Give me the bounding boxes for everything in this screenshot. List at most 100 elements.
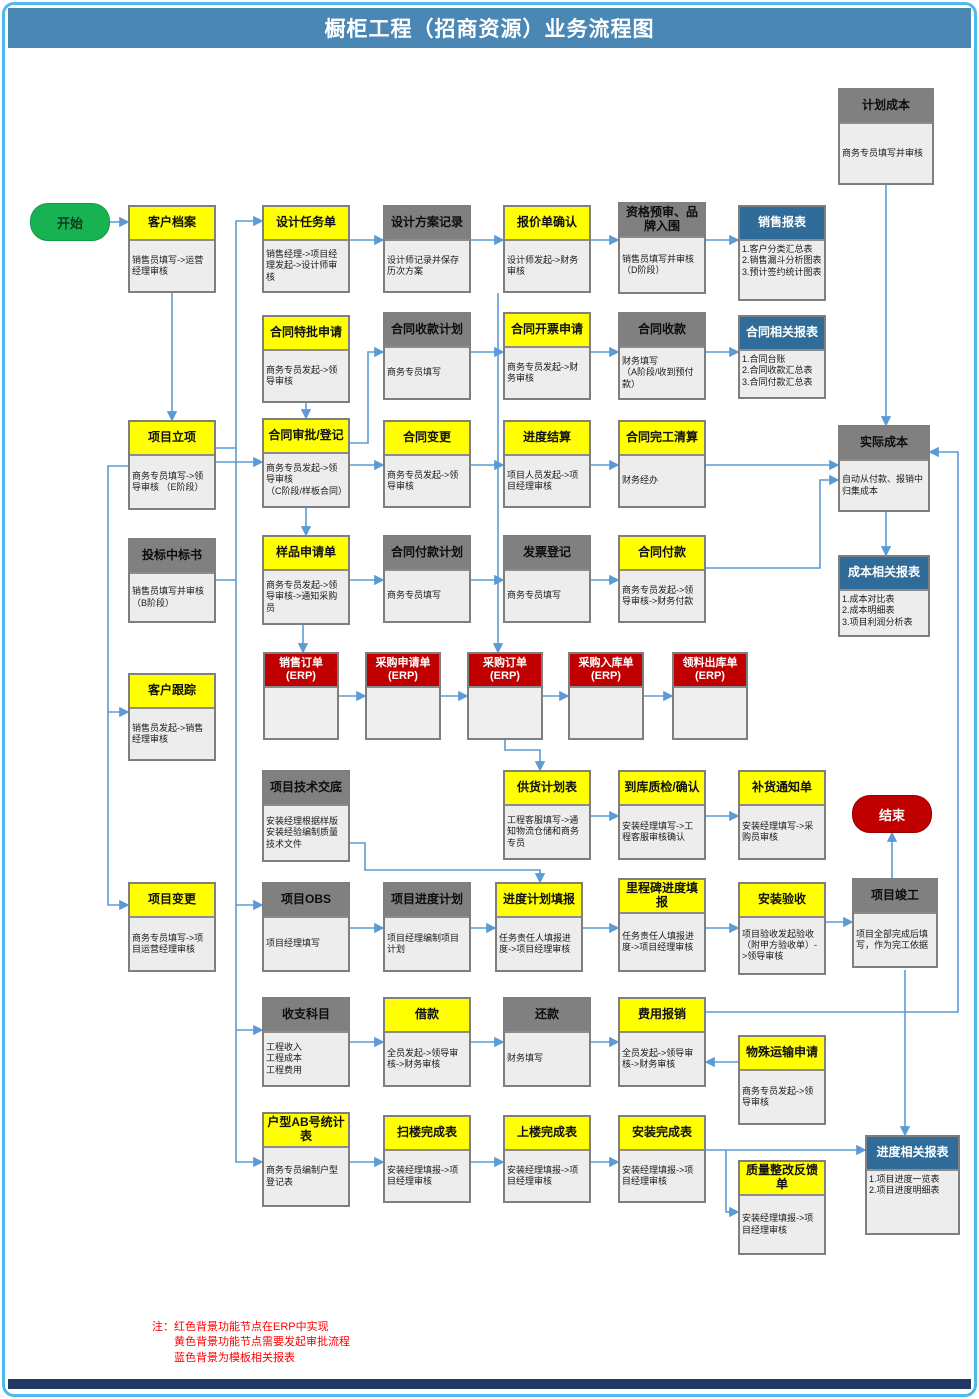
node-title: 项目OBS (264, 884, 348, 916)
node-tech-briefing: 项目技术交底安装经理根据样版安装经验编制质量技术文件 (262, 770, 350, 862)
node-contract-approval: 合同审批/登记商务专员发起->领导审核 （C阶段/样板合同） (262, 418, 350, 508)
node-body: 安装经理填报->项目经理审核 (740, 1194, 824, 1253)
node-expense-reimburse: 费用报销全员发起->领导审核->财务审核 (618, 997, 706, 1087)
node-install-complete: 安装完成表安装经理填报->项目经理审核 (618, 1115, 706, 1203)
node-title: 项目竣工 (854, 880, 936, 912)
node-title: 合同变更 (385, 422, 469, 454)
node-title: 领料出库单 (ERP) (674, 654, 746, 686)
node-title: 供货计划表 (505, 772, 589, 804)
node-title: 安装验收 (740, 884, 824, 916)
node-body: 销售经理->项目经理发起->设计师审核 (264, 239, 348, 291)
node-body: 自动从付款、报销中归集成本 (840, 459, 928, 510)
node-body: 商务专员发起->领导审核 (740, 1069, 824, 1123)
legend-prefix: 注： (152, 1321, 174, 1333)
node-body: 安装经理填报->项目经理审核 (620, 1149, 704, 1201)
node-repayment: 还款财务填写 (503, 997, 591, 1087)
node-body: 商务专员填写 (385, 569, 469, 621)
node-title: 报价单确认 (505, 207, 589, 239)
node-title: 合同开票申请 (505, 314, 589, 346)
node-qualification: 资格预审、品牌入围销售员填写并审核 （D阶段） (618, 202, 706, 294)
node-customer-tracking: 客户跟踪销售员发起->销售经理审核 (128, 673, 216, 761)
node-title: 采购申请单 (ERP) (367, 654, 439, 686)
node-body: 任务责任人填报进度->项目经理审核 (620, 912, 704, 970)
node-body: 全员发起->领导审核->财务审核 (620, 1031, 704, 1085)
node-body: 安装经理填写->采购员审核 (740, 804, 824, 858)
legend-note: 注： 红色背景功能节点在ERP中实现黄色背景功能节点需要发起审批流程蓝色背景为模… (152, 1320, 350, 1366)
node-body: 商务专员填写 (385, 346, 469, 398)
node-title: 采购入库单 (ERP) (570, 654, 642, 686)
node-housetype-stats: 户型AB号统计表商务专员编制户型登记表 (262, 1112, 350, 1207)
node-contract-change: 合同变更商务专员发起->领导审核 (383, 420, 471, 508)
node-title: 实际成本 (840, 427, 928, 459)
node-body: 项目验收发起验收（附甲方验收单）->领导审核 (740, 916, 824, 973)
node-body: 工程收入 工程成本 工程费用 (264, 1031, 348, 1085)
node-title: 设计方案记录 (385, 207, 469, 239)
node-contract-special-apply: 合同特批申请商务专员发起->领导审核 (262, 315, 350, 403)
node-quality-feedback: 质量整改反馈单安装经理填报->项目经理审核 (738, 1160, 826, 1255)
node-title: 上楼完成表 (505, 1117, 589, 1149)
node-sweep-complete: 扫楼完成表安装经理填报->项目经理审核 (383, 1115, 471, 1203)
node-body: 销售员填写并审核 （D阶段） (620, 236, 704, 292)
node-contract-pay-plan: 合同付款计划商务专员填写 (383, 535, 471, 623)
node-title: 借款 (385, 999, 469, 1031)
node-body: 财务填写 （A阶段/收到预付款） (620, 346, 704, 398)
node-title: 收支科目 (264, 999, 348, 1031)
node-project-change: 项目变更商务专员填写->项目运营经理审核 (128, 882, 216, 972)
node-title: 质量整改反馈单 (740, 1162, 824, 1194)
node-body: 任务责任人填报进度->项目经理审核 (497, 916, 581, 970)
node-body: 商务专员填写并审核 (840, 122, 932, 183)
node-body: 安装经理填报->项目经理审核 (505, 1149, 589, 1201)
node-title: 销售订单 (ERP) (265, 654, 337, 686)
node-erp-purchase-request: 采购申请单 (ERP) (365, 652, 441, 740)
node-title: 项目技术交底 (264, 772, 348, 804)
node-contract-invoice-apply: 合同开票申请商务专员发起->财务审核 (503, 312, 591, 400)
node-title: 合同付款计划 (385, 537, 469, 569)
node-body: 项目全部完成后填写，作为完工依据 (854, 912, 936, 966)
node-body: 商务专员发起->领导审核 (385, 454, 469, 506)
node-progress-settlement: 进度结算项目人员发起->项目经理审核 (503, 420, 591, 508)
node-project-schedule: 项目进度计划项目经理编制项目计划 (383, 882, 471, 972)
flow-arrow (504, 740, 546, 772)
node-quote-confirm: 报价单确认设计师发起->财务审核 (503, 205, 591, 293)
node-contract-final-settle: 合同完工清算财务经办 (618, 420, 706, 508)
node-title: 户型AB号统计表 (264, 1114, 348, 1146)
node-body: 商务专员填写 (505, 569, 589, 621)
node-body: 设计师发起->财务审核 (505, 239, 589, 291)
node-title: 进度相关报表 (867, 1137, 958, 1169)
node-title: 合同完工清算 (620, 422, 704, 454)
node-title: 投标中标书 (130, 540, 214, 572)
bottom-bar (8, 1379, 971, 1389)
flow-arrow (725, 1150, 740, 1218)
node-design-task: 设计任务单销售经理->项目经理发起->设计师审核 (262, 205, 350, 293)
node-planned-cost: 计划成本商务专员填写并审核 (838, 88, 934, 185)
node-body: 安装经理填报->项目经理审核 (385, 1149, 469, 1201)
node-title: 设计任务单 (264, 207, 348, 239)
node-title: 计划成本 (840, 90, 932, 122)
node-upstairs-complete: 上楼完成表安装经理填报->项目经理审核 (503, 1115, 591, 1203)
legend-line: 黄色背景功能节点需要发起审批流程 (174, 1336, 350, 1349)
node-milestone-fill: 里程碑进度填报任务责任人填报进度->项目经理审核 (618, 878, 706, 972)
node-body: 财务填写 (505, 1031, 589, 1085)
node-title: 补货通知单 (740, 772, 824, 804)
node-body: 销售员填写->运营经理审核 (130, 239, 214, 291)
node-project-initiation: 项目立项商务专员填写->领导审核 （E阶段） (128, 420, 216, 510)
node-arrival-inspect: 到库质检/确认安装经理填写->工程客服审核确认 (618, 770, 706, 860)
node-title: 进度结算 (505, 422, 589, 454)
node-title: 合同收款计划 (385, 314, 469, 346)
node-erp-sales-order: 销售订单 (ERP) (263, 652, 339, 740)
node-body: 安装经理根据样版安装经验编制质量技术文件 (264, 804, 348, 860)
node-erp-purchase-inbound: 采购入库单 (ERP) (568, 652, 644, 740)
node-title: 里程碑进度填报 (620, 880, 704, 912)
node-title: 费用报销 (620, 999, 704, 1031)
node-contract-collect: 合同收款财务填写 （A阶段/收到预付款） (618, 312, 706, 400)
node-body: 商务专员发起->领导审核->通知采购员 (264, 569, 348, 623)
node-body: 项目经理填写 (264, 916, 348, 970)
node-account-items: 收支科目工程收入 工程成本 工程费用 (262, 997, 350, 1087)
node-supply-plan: 供货计划表工程客服填写->通知物流仓储和商务专员 (503, 770, 591, 860)
legend-line: 蓝色背景为模板相关报表 (174, 1351, 295, 1364)
node-title: 客户档案 (130, 207, 214, 239)
node-design-record: 设计方案记录设计师记录并保存历次方案 (383, 205, 471, 293)
